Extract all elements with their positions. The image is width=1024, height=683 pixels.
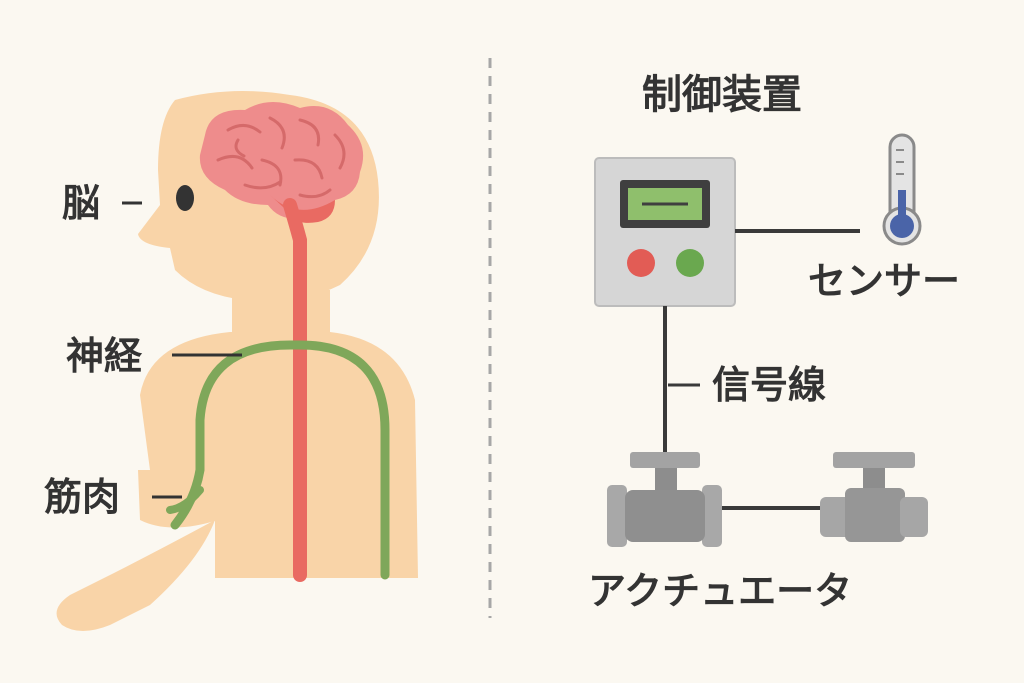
red-button bbox=[627, 249, 655, 277]
label-brain: 脳 bbox=[62, 181, 101, 225]
valve-icon bbox=[820, 452, 928, 542]
thermometer-icon bbox=[882, 133, 922, 246]
spinal-cord bbox=[283, 198, 307, 582]
label-sensor: センサー bbox=[808, 259, 961, 303]
nerve-branch bbox=[166, 486, 204, 514]
green-button bbox=[676, 249, 704, 277]
valve-icon bbox=[607, 452, 722, 547]
eye bbox=[176, 185, 194, 211]
control-panel-icon bbox=[594, 157, 736, 307]
label-signal-line: 信号線 bbox=[712, 363, 827, 407]
label-muscle: 筋肉 bbox=[44, 475, 121, 519]
nerve-line bbox=[170, 340, 390, 580]
title-control-device: 制御装置 bbox=[642, 72, 802, 118]
label-nerve: 神経 bbox=[66, 334, 143, 378]
brain-icon bbox=[199, 101, 364, 223]
label-actuator: アクチュエータ bbox=[588, 569, 853, 613]
